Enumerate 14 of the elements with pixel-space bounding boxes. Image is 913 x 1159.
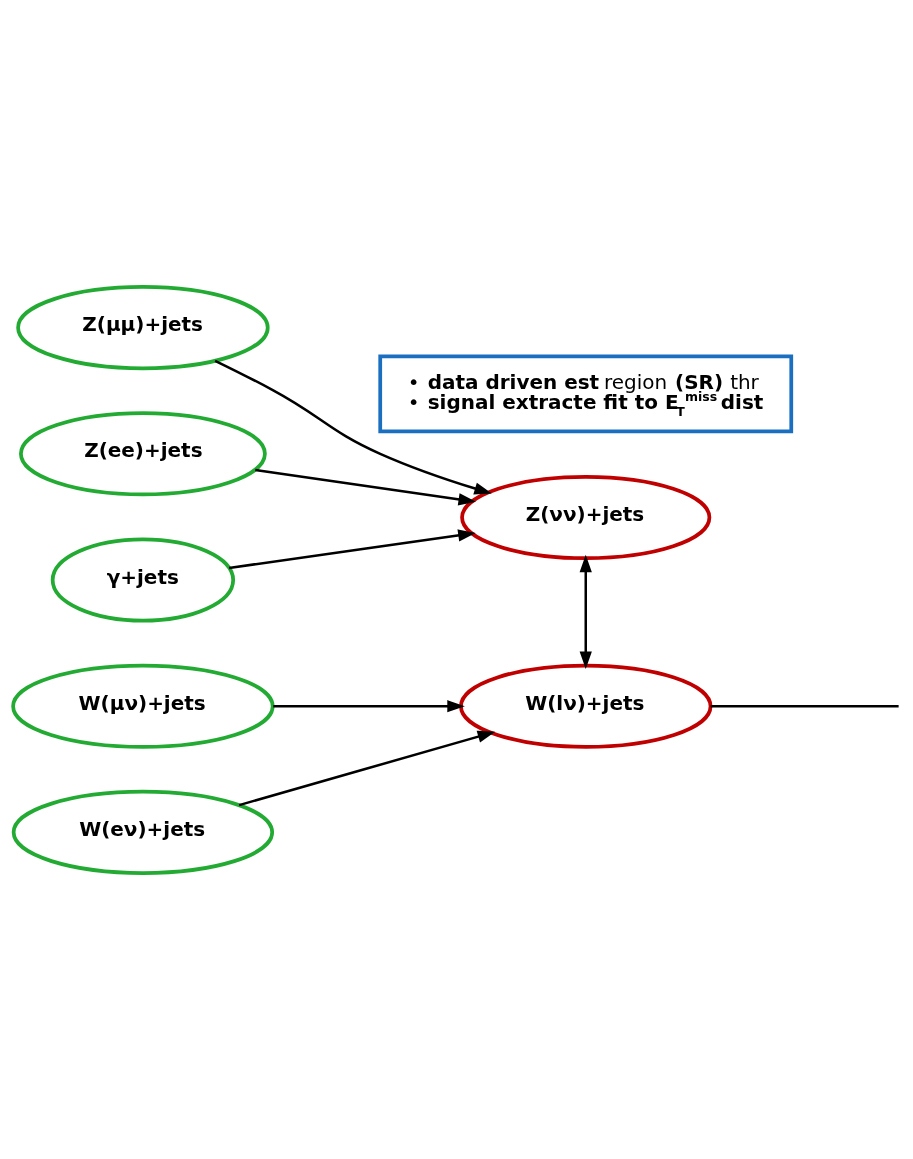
connector [710,704,899,707]
node-ellipse: Z(νν)+jets [460,474,712,560]
node-ellipse: Z(μμ)+jets [16,284,270,370]
arrow [238,730,496,806]
arrow [214,359,492,494]
node-ellipse: Z(ee)+jets [19,410,267,496]
node-ellipse: W(eν)+jets [11,789,275,875]
arrow [228,528,476,569]
arrow [255,468,476,505]
node-ellipse: W(μν)+jets [11,663,275,749]
arrow [579,554,592,669]
node-ellipse: γ+jets [50,536,236,623]
node-ellipse: W(lν)+jets [459,663,713,749]
arrow [273,699,465,712]
